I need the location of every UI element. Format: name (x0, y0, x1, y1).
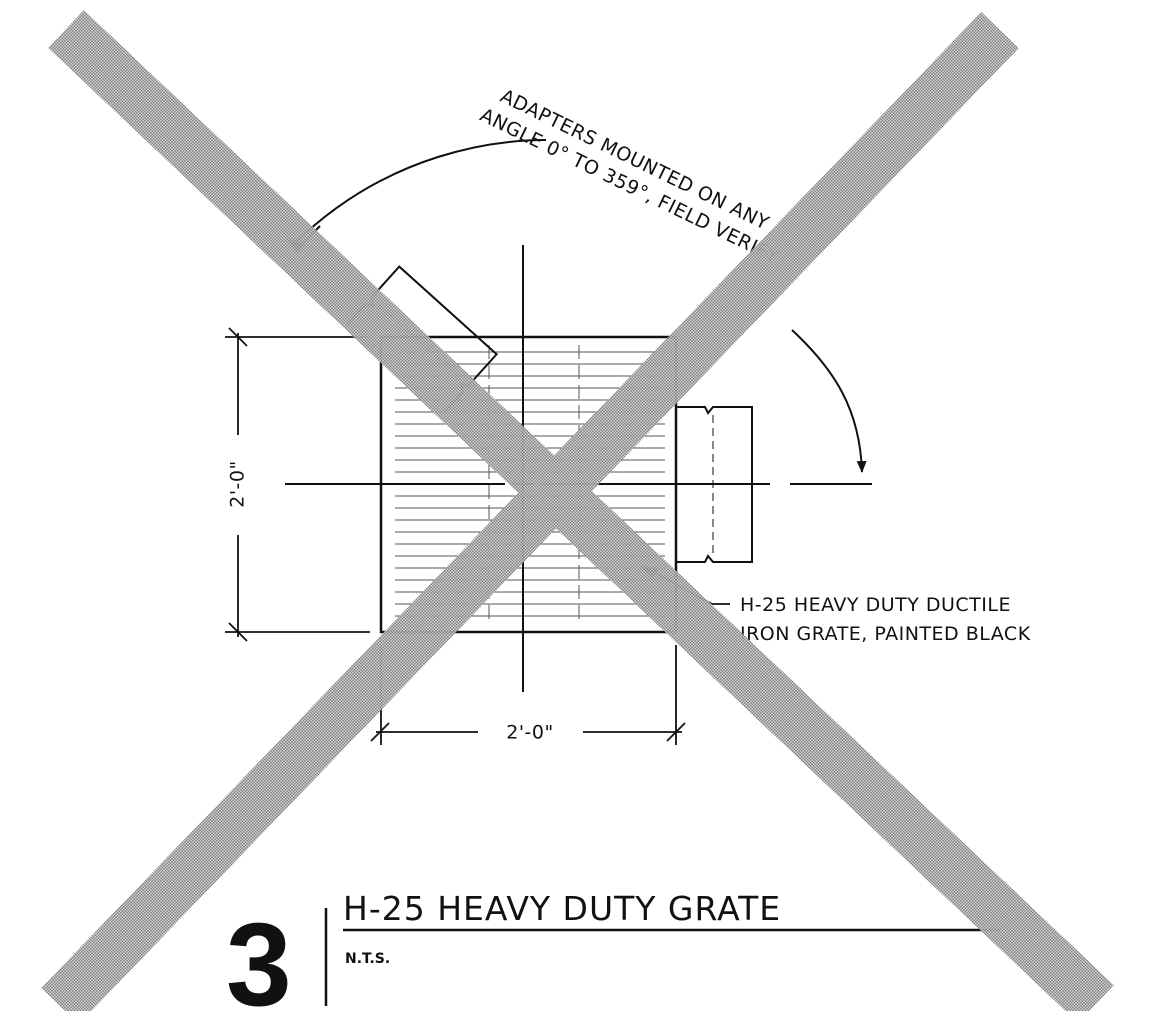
grate-note-line2: IRON GRATE, PAINTED BLACK (740, 623, 1031, 645)
adapter-note: ADAPTERS MOUNTED ON ANY ANGLE 0° TO 359°… (476, 85, 782, 268)
adapter-note-line1: ADAPTERS MOUNTED ON ANY (497, 85, 773, 235)
grate-note-line1: H-25 HEAVY DUTY DUCTILE (740, 594, 1011, 616)
dimension-vertical (225, 327, 370, 642)
adapter-note-line2: ANGLE 0° TO 359°, FIELD VERIFY (476, 104, 782, 268)
detail-scale: N.T.S. (345, 951, 390, 967)
dimension-height-label: 2'-0" (227, 460, 249, 508)
void-cross-overlay (41, 10, 1114, 1011)
detail-title-block: 3 H-25 HEAVY DUTY GRATE N.T.S. (226, 889, 1001, 1011)
dimension-width-label: 2'-0" (506, 722, 554, 744)
detail-number: 3 (226, 899, 292, 1011)
detail-title: H-25 HEAVY DUTY GRATE (343, 889, 781, 928)
angle-leader-arc (293, 139, 547, 245)
angle-leader-arc-right (791, 329, 867, 473)
